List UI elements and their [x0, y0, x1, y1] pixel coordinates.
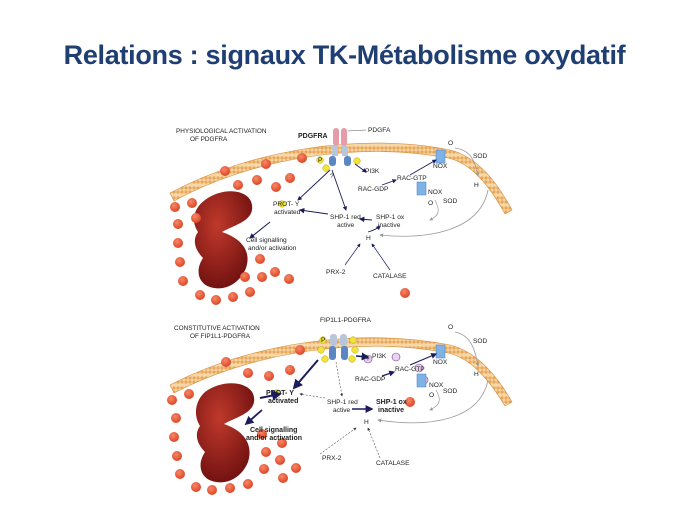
panel-header-line1: CONSTITUTIVE ACTIVATION	[174, 325, 260, 332]
h2o2-mid-label: H	[366, 235, 371, 242]
vesicles	[170, 153, 410, 305]
panel-header-line2: OF PDGFRA	[190, 136, 228, 143]
h2o2-mid-label: H	[364, 419, 369, 426]
vesicles	[167, 345, 415, 495]
shp1-red-label-1: SHP-1 red	[327, 399, 358, 406]
shp1-ox-label-2: inactive	[378, 222, 401, 229]
prot-y-label-1: PROT- Y	[273, 201, 300, 208]
pi3k-label: PI3K	[372, 353, 387, 360]
panel-physiological: PHYSIOLOGICAL ACTIVATION OF PDGFRA PDGFR	[169, 127, 513, 305]
o2-label-2: O	[428, 200, 433, 207]
panel-header-line2: OF FIP1L1-PDGFRA	[190, 333, 251, 340]
pdgfra-receptor	[329, 128, 351, 166]
prx2-label: PRX-2	[326, 269, 346, 276]
cell-signalling-label-1: Cell signalling	[250, 427, 297, 434]
sod-label-2: SOD	[443, 198, 458, 205]
prot-y-label-2: activated	[268, 398, 298, 405]
rac-gdp-label: RAC-GDP	[358, 186, 389, 193]
rac-gtp-label: RAC-GTP	[397, 175, 427, 182]
shp1-red-label-1: SHP-1 red	[330, 214, 361, 221]
nucleus	[195, 383, 255, 483]
nox-label-2: NOX	[428, 189, 443, 196]
rac-gtp-label: RAC-GTP	[395, 366, 425, 373]
sod-label-2: SOD	[443, 388, 458, 395]
phospho-p: P	[321, 337, 326, 344]
shp1-ox-label-1: SHP-1 ox	[376, 214, 405, 221]
h2o2-label: H	[474, 182, 479, 189]
shp1-red-label-2: active	[337, 222, 355, 229]
nucleus	[194, 191, 253, 289]
slide-title: Relations : signaux TK-Métabolisme oxyda…	[63, 40, 626, 70]
receptor-label: FIP1L1-PDGFRA	[320, 317, 372, 324]
sod-label: SOD	[473, 153, 488, 160]
o2-label-2: O	[429, 392, 434, 399]
nox-complex	[416, 149, 446, 196]
nox-label: NOX	[433, 163, 448, 170]
nox-label-2: NOX	[429, 382, 444, 389]
phospho-sites	[278, 156, 361, 208]
panel-constitutive: CONSTITUTIVE ACTIVATION OF FIP1L1-PDGFRA…	[167, 317, 513, 495]
cell-membrane	[169, 142, 513, 215]
panel-header-line1: PHYSIOLOGICAL ACTIVATION	[176, 128, 267, 135]
shp1-red-label-2: active	[333, 407, 351, 414]
nox-complex	[416, 344, 446, 388]
receptor-label: PDGFRA	[298, 133, 328, 140]
shp1-ox-label-1: SHP-1 ox	[376, 399, 407, 406]
cell-signalling-label-1: Cell signalling	[246, 237, 287, 244]
shp1-ox-label-2: inactive	[378, 407, 404, 414]
catalase-label: CATALASE	[373, 273, 407, 280]
pathway-arrows	[249, 147, 489, 271]
h2o2-label: H	[474, 371, 479, 378]
phospho-p: P	[318, 157, 323, 164]
catalase-label: CATALASE	[376, 460, 410, 467]
prx2-label: PRX-2	[322, 455, 342, 462]
sod-label: SOD	[473, 338, 488, 345]
question-mark: ?	[330, 173, 334, 180]
rac-gdp-label: RAC-GDP	[355, 376, 386, 383]
ligand-label: PDGFA	[368, 127, 391, 134]
pi3k-label: PI3K	[365, 168, 380, 175]
cell-signalling-label-2: and/or activation	[248, 245, 297, 252]
nox-label: NOX	[433, 359, 448, 366]
fip1l1-pdgfra-receptor	[329, 334, 348, 360]
prot-y-label-2: activated	[274, 209, 301, 216]
o2-label: O	[448, 324, 453, 331]
pathway-arrows	[244, 331, 489, 459]
o2-label: O	[448, 140, 453, 147]
cell-signalling-label-2: and/or activation	[246, 435, 302, 442]
